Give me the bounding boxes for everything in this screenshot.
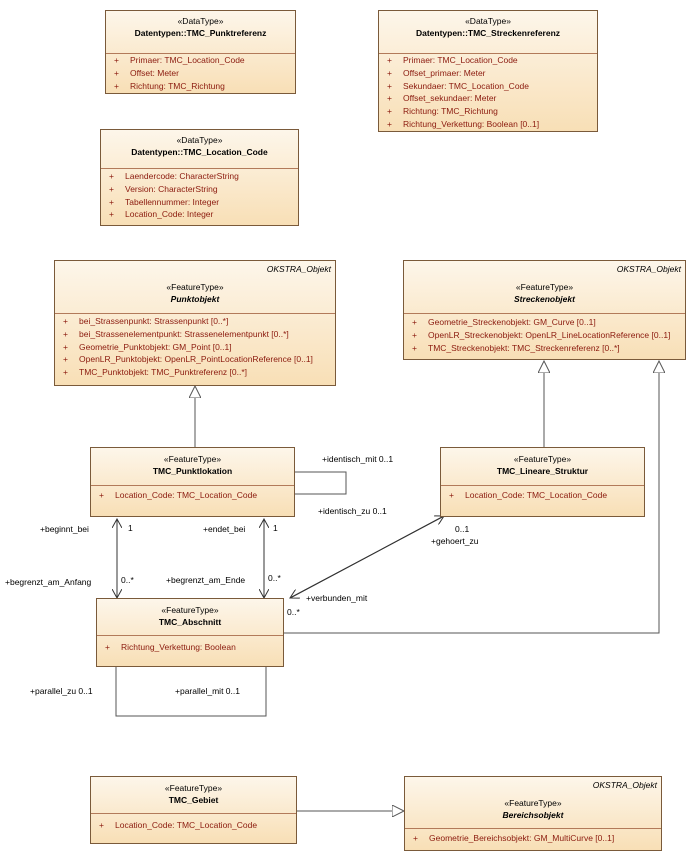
attribute: +Geometrie_Streckenobjekt: GM_Curve [0..… xyxy=(412,317,596,327)
class-tmc-abschnitt: «FeatureType» TMC_Abschnitt +Richtung_Ver… xyxy=(96,598,284,667)
attribute: +TMC_Streckenobjekt: TMC_Streckenreferen… xyxy=(412,342,620,353)
role-identisch-mit: +identisch_mit 0..1 xyxy=(322,454,394,464)
multiplicity-gehoert-zu: 0..1 xyxy=(455,524,470,534)
class-name: TMC_Abschnitt xyxy=(158,617,222,627)
class-name: TMC_Lineare_Struktur xyxy=(496,466,589,476)
attribute: +Location_Code: TMC_Location_Code xyxy=(99,490,258,500)
multiplicity-begrenzt-am-ende: 0..* xyxy=(268,573,281,583)
role-parallel-zu: +parallel_zu 0..1 xyxy=(30,686,93,696)
multiplicity-endet-bei: 1 xyxy=(273,523,278,533)
stereotype-label: «FeatureType» xyxy=(504,798,562,808)
attribute: +Richtung: TMC_Richtung xyxy=(387,106,498,117)
parent-package-label: OKSTRA_Objekt xyxy=(616,264,681,274)
parent-package-label: OKSTRA_Objekt xyxy=(266,264,331,274)
class-bereichsobjekt: OKSTRA_Objekt «FeatureType» Bereichsobjek… xyxy=(404,776,662,851)
class-streckenobjekt: OKSTRA_Objekt «FeatureType» Streckenobjek… xyxy=(403,260,686,360)
class-name: Datentypen::TMC_Streckenreferenz xyxy=(415,28,561,38)
stereotype-label: «DataType» xyxy=(465,16,511,26)
attribute: +Richtung_Verkettung: Boolean [0..1] xyxy=(387,118,540,129)
stereotype-label: «FeatureType» xyxy=(513,454,572,464)
attribute: +Offset_sekundaer: Meter xyxy=(387,93,497,104)
attribute: +Primaer: TMC_Location_Code xyxy=(114,55,245,65)
attribute: +Primaer: TMC_Location_Code xyxy=(387,55,518,65)
class-punktobjekt: OKSTRA_Objekt «FeatureType» Punktobjekt +… xyxy=(54,260,336,386)
generalization-abschnitt-streckenobjekt xyxy=(284,361,659,634)
stereotype-label: «DataType» xyxy=(176,135,223,145)
attribute: +Richtung_Verkettung: Boolean xyxy=(105,642,236,652)
attribute: +OpenLR_Streckenobjekt: OpenLR_LineLocat… xyxy=(412,329,671,340)
attribute: +Offset_primaer: Meter xyxy=(387,67,486,78)
attribute: +bei_Strassenelementpunkt: Strasseneleme… xyxy=(63,328,289,339)
class-tmc-streckenreferenz: «DataType»Datentypen::TMC_Streckenrefere… xyxy=(378,10,598,132)
role-begrenzt-am-ende: +begrenzt_am_Ende xyxy=(166,575,246,585)
attribute: +Sekundaer: TMC_Location_Code xyxy=(387,80,530,91)
attribute: +Tabellennummer: Integer xyxy=(109,196,220,207)
association-verbunden-mit xyxy=(290,515,445,598)
multiplicity-beginnt-bei: 1 xyxy=(128,523,133,533)
self-association-parallel xyxy=(115,667,267,717)
role-beginnt-bei: +beginnt_bei xyxy=(40,524,89,534)
multiplicity-begrenzt-am-anfang: 0..* xyxy=(121,575,134,585)
attribute: +bei_Strassenpunkt: Strassenpunkt [0..*] xyxy=(63,316,229,326)
self-association-identisch xyxy=(295,471,347,495)
stereotype-label: «FeatureType» xyxy=(163,454,222,464)
stereotype-label: «DataType» xyxy=(177,16,224,26)
multiplicity-verbunden-mit: 0..* xyxy=(287,607,300,617)
attribute: +Location_Code: TMC_Location_Code xyxy=(99,820,258,830)
attribute: +Location_Code: Integer xyxy=(109,209,214,220)
class-name: Datentypen::TMC_Location_Code xyxy=(131,147,268,157)
attribute: +Geometrie_Bereichsobjekt: GM_MultiCurve… xyxy=(413,833,615,843)
role-endet-bei: +endet_bei xyxy=(203,524,246,534)
attribute: +Offset: Meter xyxy=(114,67,179,78)
stereotype-label: «FeatureType» xyxy=(166,282,224,292)
class-name: TMC_Gebiet xyxy=(168,795,219,805)
role-begrenzt-am-anfang: +begrenzt_am_Anfang xyxy=(5,577,92,587)
attribute: +Location_Code: TMC_Location_Code xyxy=(449,490,608,500)
class-tmc-gebiet: «FeatureType» TMC_Gebiet +Location_Code: … xyxy=(90,776,297,844)
attribute: +Richtung: TMC_Richtung xyxy=(114,80,225,91)
attribute: +TMC_Punktobjekt: TMC_Punktreferenz [0..… xyxy=(63,367,248,378)
class-name: Streckenobjekt xyxy=(514,294,575,304)
class-name: TMC_Punktlokation xyxy=(152,466,233,476)
stereotype-label: «FeatureType» xyxy=(164,783,223,793)
class-name: Bereichsobjekt xyxy=(502,810,564,820)
class-tmc-location-code: «DataType»Datentypen::TMC_Location_Code … xyxy=(100,129,299,226)
parent-package-label: OKSTRA_Objekt xyxy=(592,780,657,790)
role-verbunden-mit: +verbunden_mit xyxy=(306,593,368,603)
attribute: +OpenLR_Punktobjekt: OpenLR_PointLocatio… xyxy=(63,354,313,365)
role-parallel-mit: +parallel_mit 0..1 xyxy=(175,686,240,696)
attribute: +Version: CharacterString xyxy=(109,183,218,194)
class-name: Datentypen::TMC_Punktreferenz xyxy=(134,28,267,38)
attribute: +Laendercode: CharacterString xyxy=(109,171,239,181)
attribute: +Geometrie_Punktobjekt: GM_Point [0..1] xyxy=(63,341,232,352)
class-tmc-punktlokation: «FeatureType» TMC_Punktlokation +Location… xyxy=(90,447,295,517)
class-name: Punktobjekt xyxy=(170,294,220,304)
class-tmc-punktreferenz: «DataType»Datentypen::TMC_Punktreferenz … xyxy=(105,10,296,94)
stereotype-label: «FeatureType» xyxy=(161,605,219,615)
role-identisch-zu: +identisch_zu 0..1 xyxy=(318,506,387,516)
class-tmc-lineare-struktur: «FeatureType» TMC_Lineare_Struktur +Locat… xyxy=(440,447,645,517)
role-gehoert-zu: +gehoert_zu xyxy=(431,536,479,546)
stereotype-label: «FeatureType» xyxy=(515,282,574,292)
